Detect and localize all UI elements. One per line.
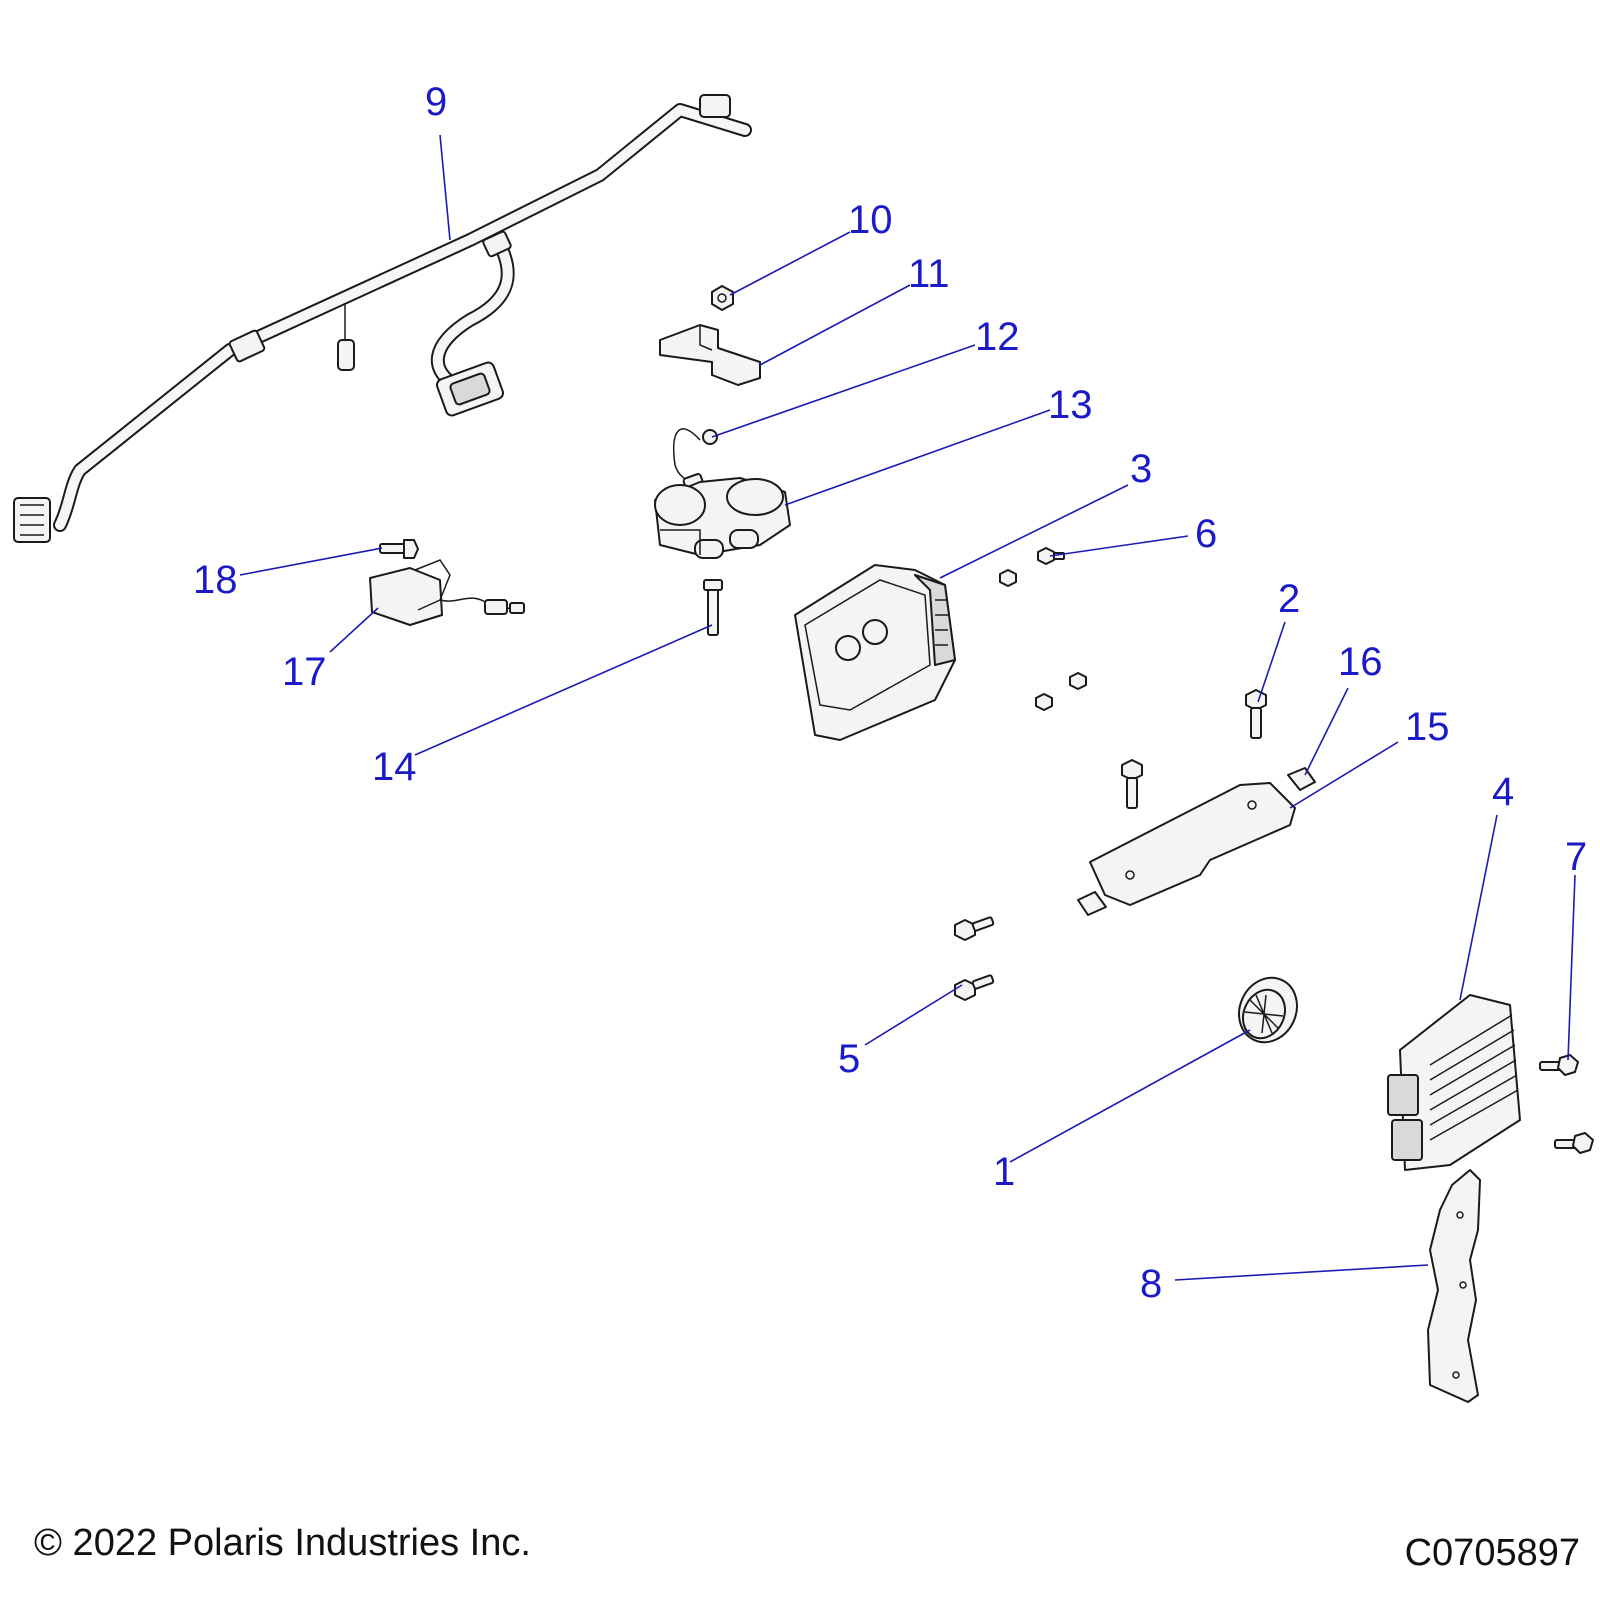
leader-5 xyxy=(864,984,963,1046)
bolt-2b xyxy=(1121,759,1143,809)
callout-9: 9 xyxy=(425,80,447,124)
leader-18 xyxy=(239,547,383,576)
leader-17 xyxy=(329,607,379,653)
shield-bracket xyxy=(1427,1169,1481,1403)
callout-6: 6 xyxy=(1195,512,1217,556)
callout-3: 3 xyxy=(1130,447,1152,491)
callout-2: 2 xyxy=(1278,577,1300,621)
callout-18: 18 xyxy=(193,558,238,602)
ground-strap xyxy=(673,428,718,489)
leader-16 xyxy=(1304,687,1349,776)
leader-12 xyxy=(711,344,976,438)
harness-connector-coil xyxy=(436,361,504,417)
leader-15 xyxy=(1289,741,1399,809)
callout-16: 16 xyxy=(1338,640,1383,684)
screw-6d xyxy=(1035,693,1053,711)
harness-connector-main xyxy=(13,497,51,543)
callout-13: 13 xyxy=(1048,383,1093,427)
leader-14 xyxy=(414,624,713,756)
figure-code: C0705897 xyxy=(1404,1532,1580,1574)
small-bolt-18 xyxy=(379,539,419,559)
leader-8 xyxy=(1174,1264,1429,1281)
leader-11 xyxy=(759,284,911,366)
screw-6b xyxy=(999,569,1017,587)
leader-9 xyxy=(439,134,451,241)
bolt-7b xyxy=(1554,1132,1594,1154)
leader-10 xyxy=(729,231,851,296)
callout-17: 17 xyxy=(282,650,327,694)
mounting-plate xyxy=(1089,782,1296,906)
callout-1: 1 xyxy=(993,1150,1015,1194)
wiring-harness xyxy=(13,94,752,543)
clip-nut xyxy=(1287,767,1316,791)
long-bolt xyxy=(703,579,723,636)
callout-4: 4 xyxy=(1492,770,1514,814)
callout-12: 12 xyxy=(975,315,1020,359)
callout-8: 8 xyxy=(1140,1262,1162,1306)
grommet xyxy=(1238,976,1298,1044)
bolt-5b xyxy=(954,974,995,1001)
voltage-regulator xyxy=(1387,994,1521,1171)
callout-5: 5 xyxy=(838,1037,860,1081)
bolt-2 xyxy=(1245,689,1267,739)
callout-15: 15 xyxy=(1405,705,1450,749)
leader-3 xyxy=(939,484,1129,579)
callout-10: 10 xyxy=(848,198,893,242)
sensor-with-lead xyxy=(369,559,526,626)
leader-lines xyxy=(239,134,1576,1281)
leader-4 xyxy=(1459,814,1498,1001)
callout-11: 11 xyxy=(908,252,950,296)
clip-nut-b xyxy=(1077,891,1107,916)
bolt-5 xyxy=(954,916,995,941)
leader-6 xyxy=(1049,535,1189,557)
nut xyxy=(711,285,734,311)
copyright-notice: © 2022 Polaris Industries Inc. xyxy=(34,1522,531,1564)
ecu-module xyxy=(794,564,956,741)
ignition-coil xyxy=(654,477,791,559)
callout-7: 7 xyxy=(1565,835,1587,879)
callout-14: 14 xyxy=(372,745,417,789)
screw-6 xyxy=(1037,547,1065,565)
leader-13 xyxy=(784,409,1051,506)
leader-7 xyxy=(1567,874,1576,1061)
callout-numbers: 9 10 11 12 13 3 6 2 16 15 4 7 18 17 14 5… xyxy=(193,80,1587,1306)
screw-6c xyxy=(1069,672,1087,690)
leader-2 xyxy=(1257,621,1286,703)
leader-1 xyxy=(1009,1029,1251,1163)
bolt-7 xyxy=(1539,1054,1579,1076)
coil-bracket xyxy=(659,324,761,386)
